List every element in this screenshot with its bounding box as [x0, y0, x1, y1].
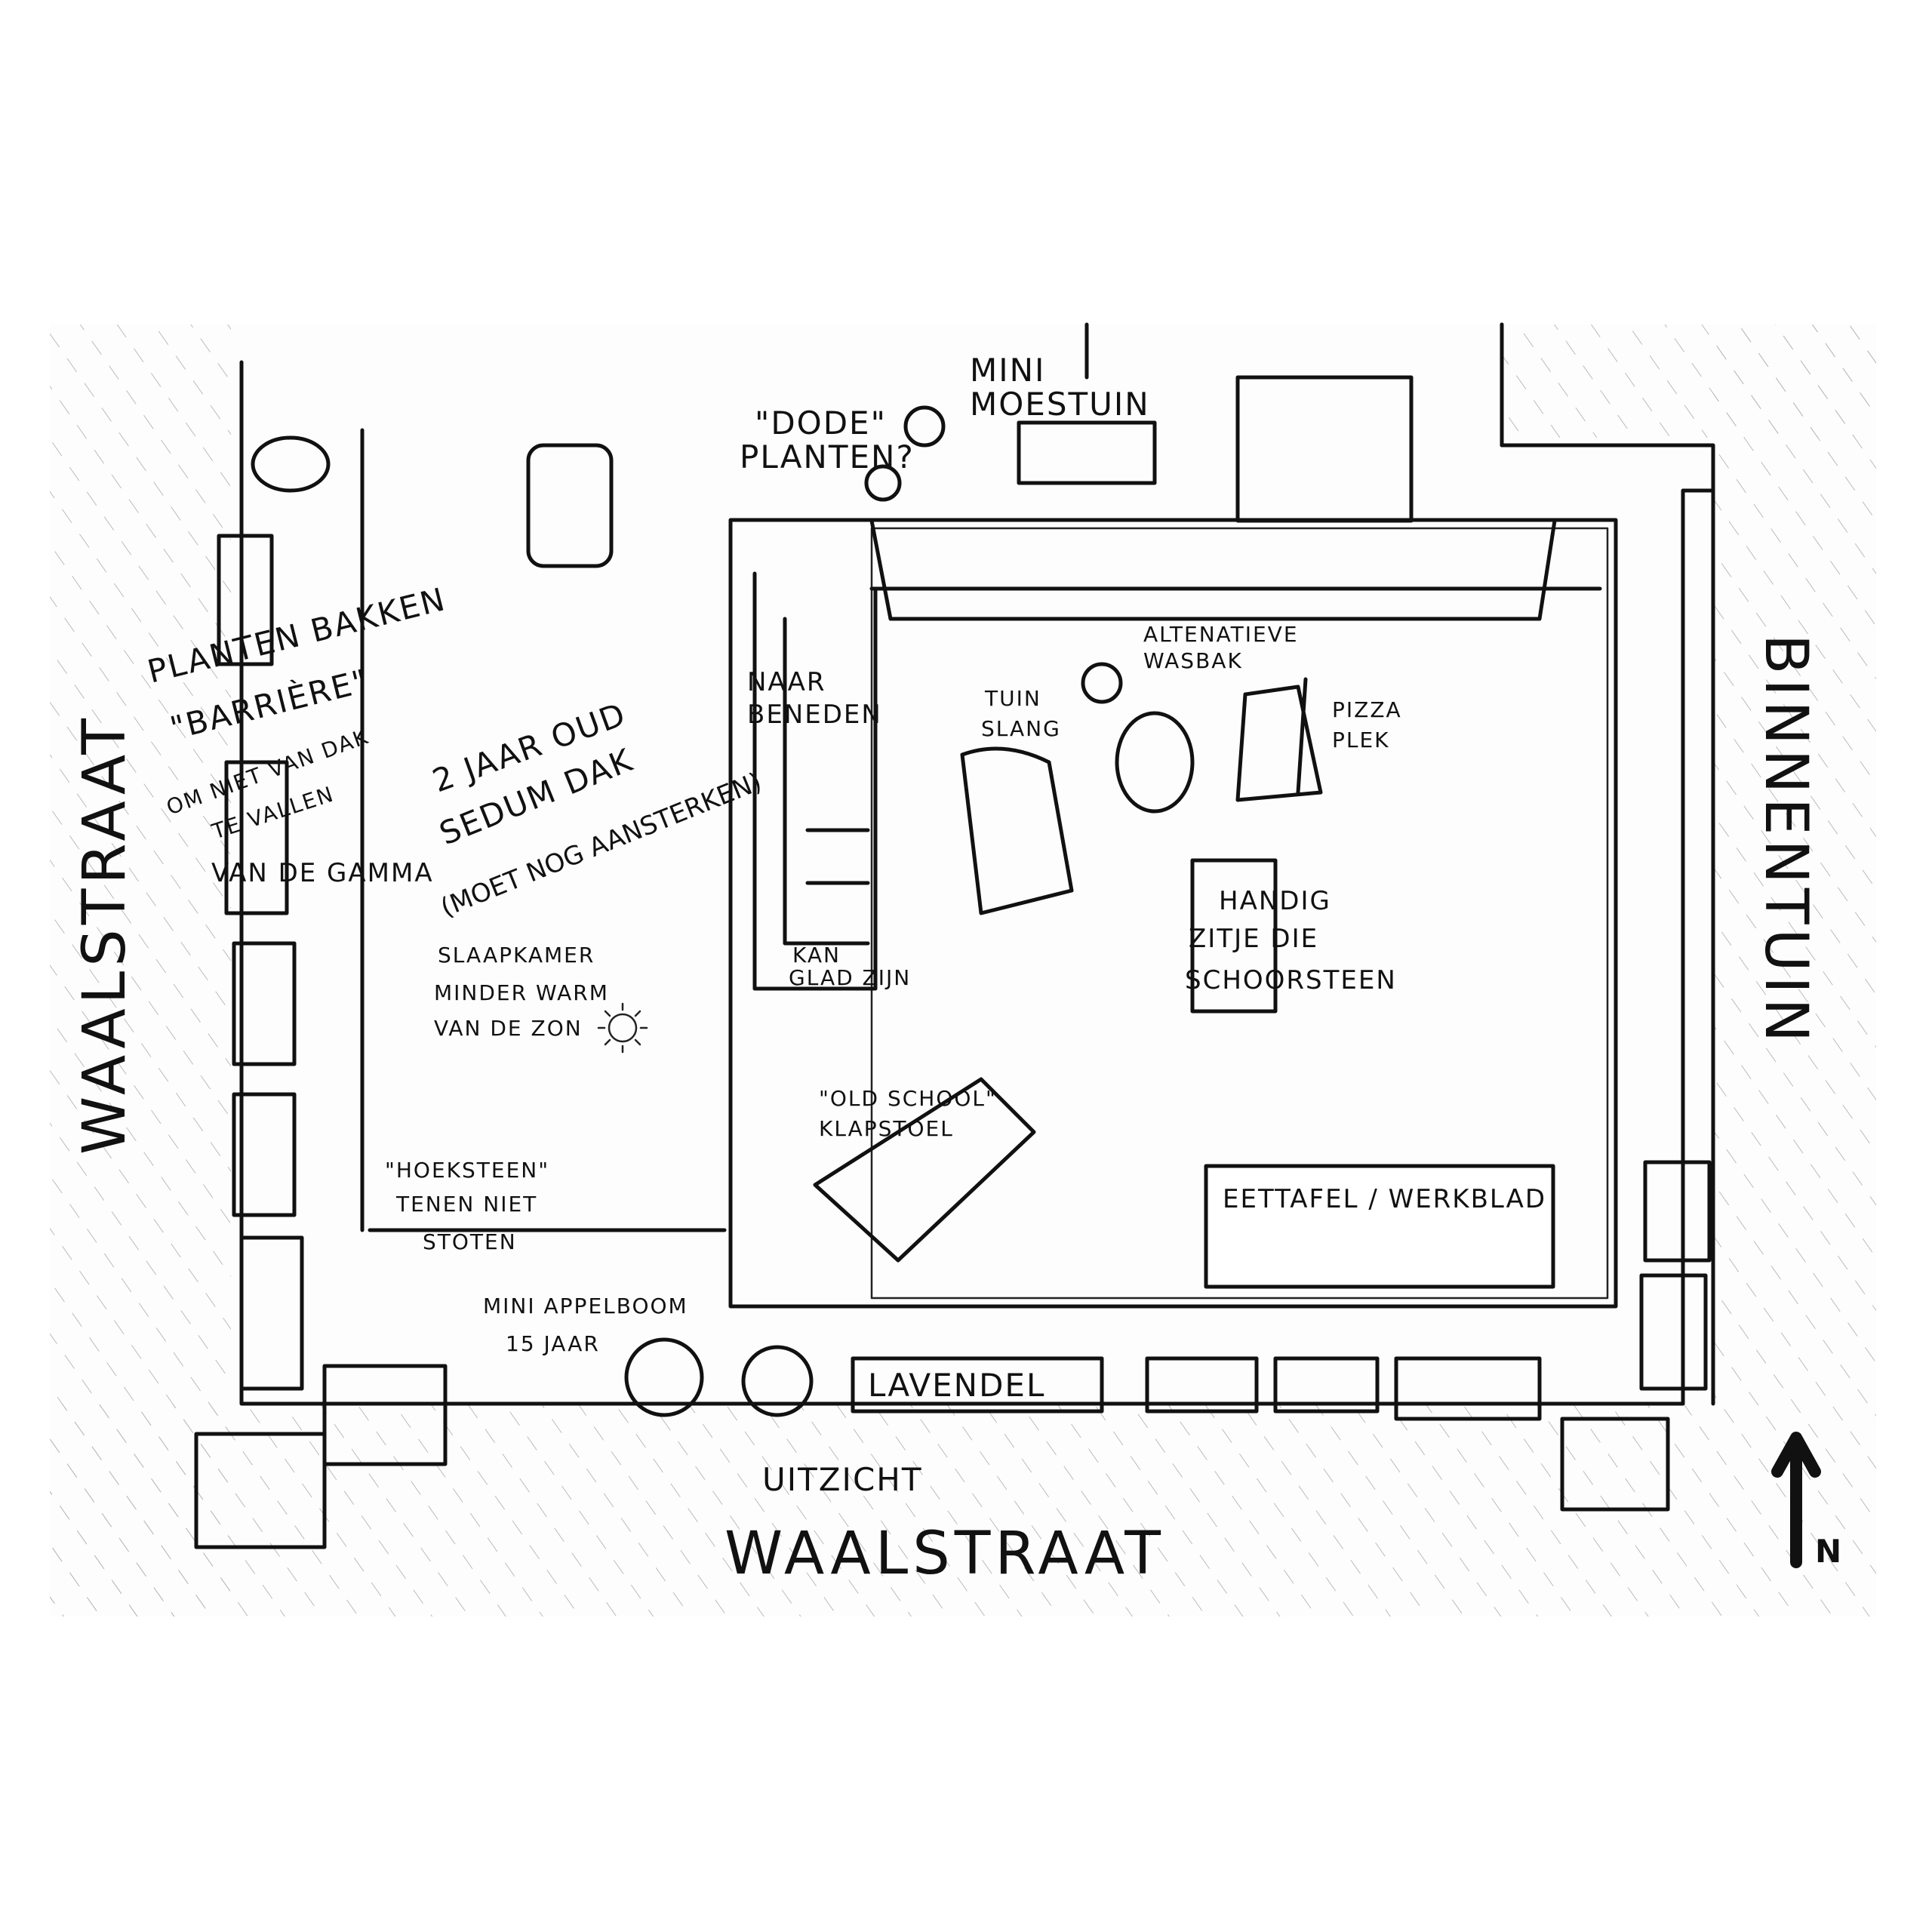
- label-veg-1: MINI: [970, 352, 1045, 389]
- label-bedroom-3: VAN DE ZON: [434, 1016, 583, 1041]
- label-dead-plants-2: PLANTEN?: [740, 438, 915, 475]
- label-apple-1: MINI APPELBOOM: [483, 1294, 688, 1318]
- label-bedroom-1: SLAAPKAMER: [438, 943, 595, 968]
- street-label-east: BINNENTUIN: [1752, 634, 1820, 1047]
- street-label-south: WAALSTRAAT: [724, 1520, 1165, 1588]
- label-dead-plants-1: "DODE": [755, 405, 887, 441]
- label-stairs-1: NAAR: [747, 667, 826, 697]
- garden-east-area: [1713, 325, 1876, 1404]
- label-veg-2: MOESTUIN: [970, 386, 1150, 423]
- label-bedroom-2: MINDER WARM: [434, 980, 609, 1005]
- label-corner-2: TENEN NIET: [395, 1192, 537, 1217]
- paper: [50, 325, 1876, 1617]
- label-corner-1: "HOEKSTEEN": [385, 1158, 549, 1183]
- label-apple-2: 15 JAAR: [506, 1331, 600, 1356]
- label-chair-1: "OLD SCHOOL": [819, 1086, 997, 1111]
- north-label: N: [1815, 1533, 1843, 1570]
- label-table: EETTAFEL / WERKBLAD: [1223, 1184, 1546, 1214]
- label-sink-2: WASBAK: [1143, 648, 1243, 673]
- street-label-west: WAALSTRAAT: [71, 714, 139, 1155]
- label-seat-1: HANDIG: [1219, 886, 1331, 916]
- label-stairs-2: BENEDEN: [747, 700, 882, 730]
- label-seat-3: SCHOORSTEEN: [1185, 965, 1397, 995]
- label-lavender: LAVENDEL: [868, 1367, 1045, 1404]
- label-sink-1: ALTENATIEVE: [1143, 622, 1299, 647]
- view-label: UITZICHT: [762, 1461, 923, 1498]
- label-seat-2: ZITJE DIE: [1189, 924, 1318, 954]
- label-slippery-2: GLAD ZIJN: [789, 965, 911, 990]
- label-hose-1: TUIN: [984, 686, 1041, 711]
- label-hose-2: SLANG: [981, 716, 1061, 741]
- label-chair-2: KLAPSTOEL: [819, 1116, 954, 1141]
- street-west-area: [50, 325, 231, 1617]
- label-pizza-2: PLEK: [1332, 728, 1390, 752]
- sun-icon: [597, 1002, 648, 1054]
- roof-edges: [194, 322, 1715, 1549]
- north-arrow-icon: N: [1771, 1432, 1843, 1570]
- label-slippery-1: KAN: [792, 943, 841, 968]
- label-pizza-1: PIZZA: [1332, 697, 1402, 722]
- neighbour-area: [1502, 325, 1876, 438]
- label-corner-3: STOTEN: [423, 1229, 517, 1254]
- label-gamma: VAN DE GAMMA: [211, 858, 434, 888]
